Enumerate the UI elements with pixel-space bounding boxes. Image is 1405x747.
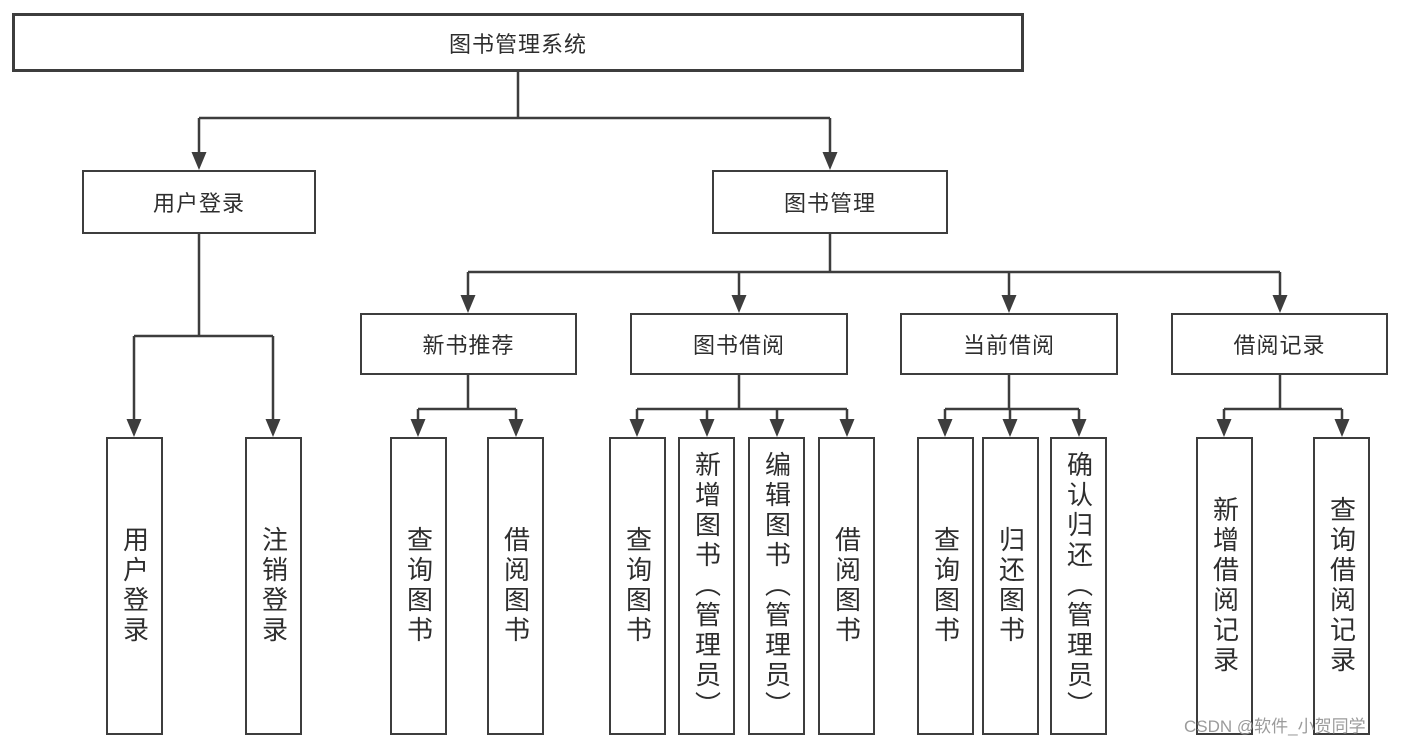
leaf-logout: 注销登录 — [245, 437, 302, 735]
node-current-borrow: 当前借阅 — [900, 313, 1118, 375]
node-user-login: 用户登录 — [82, 170, 316, 234]
leaf-borrow-add-books-admin: 新增图书（管理员） — [678, 437, 735, 735]
leaf-recommend-borrow-books: 借阅图书 — [487, 437, 544, 735]
node-root-library-system: 图书管理系统 — [12, 13, 1024, 72]
leaf-borrow-borrow-books: 借阅图书 — [818, 437, 875, 735]
watermark-text: CSDN @软件_小贺同学 — [1184, 717, 1366, 736]
node-book-borrow: 图书借阅 — [630, 313, 848, 375]
node-borrow-records: 借阅记录 — [1171, 313, 1388, 375]
leaf-borrow-edit-books-admin: 编辑图书（管理员） — [748, 437, 805, 735]
node-new-book-recommend: 新书推荐 — [360, 313, 577, 375]
leaf-current-return-books: 归还图书 — [982, 437, 1039, 735]
leaf-user-login: 用户登录 — [106, 437, 163, 735]
leaf-borrow-query-books: 查询图书 — [609, 437, 666, 735]
leaf-current-query-books: 查询图书 — [917, 437, 974, 735]
leaf-recommend-query-books: 查询图书 — [390, 437, 447, 735]
node-book-management: 图书管理 — [712, 170, 948, 234]
leaf-records-add-borrow-record: 新增借阅记录 — [1196, 437, 1253, 735]
leaf-current-confirm-return-admin: 确认归还（管理员） — [1050, 437, 1107, 735]
leaf-records-query-borrow-record: 查询借阅记录 — [1313, 437, 1370, 735]
